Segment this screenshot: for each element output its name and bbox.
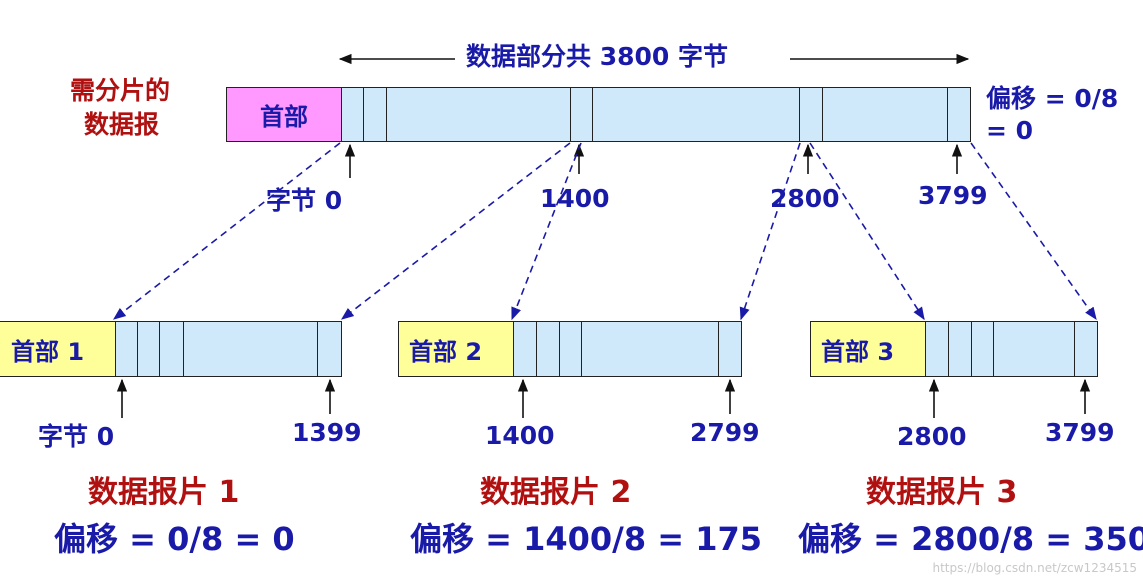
data-span-label: 数据部分共 3800 字节	[466, 42, 728, 71]
segment-divider	[363, 88, 364, 141]
fragment-2: 首部 2	[398, 321, 742, 377]
fragment-2-offset: 偏移 = 1400/8 = 175	[410, 520, 763, 558]
segment-divider	[971, 322, 972, 376]
original-header: 首部	[227, 88, 341, 141]
fragment-3-title: 数据报片 3	[866, 475, 1018, 510]
fragment-2-title: 数据报片 2	[480, 475, 632, 510]
fragment-2-header: 首部 2	[399, 322, 513, 376]
segment-divider	[993, 322, 994, 376]
segment-divider	[513, 322, 514, 376]
segment-divider	[592, 88, 593, 141]
segment-divider	[536, 322, 537, 376]
segment-divider	[137, 322, 138, 376]
segment-divider	[822, 88, 823, 141]
fragment-3-header: 首部 3	[811, 322, 925, 376]
segment-divider	[570, 88, 571, 141]
fragment-2-end-label: 2799	[690, 418, 760, 447]
fragment-3-end-label: 3799	[1045, 418, 1115, 447]
segment-divider	[341, 88, 342, 141]
tick-label-0: 字节 0	[266, 186, 343, 215]
fragment-1-offset: 偏移 = 0/8 = 0	[54, 520, 295, 558]
map-arrow-frag2-left	[511, 142, 582, 321]
fragment-1: 首部 1	[0, 321, 342, 377]
fragment-1-end-label: 1399	[292, 418, 362, 447]
segment-divider	[799, 88, 800, 141]
map-arrow-frag2-right	[739, 142, 801, 321]
tick-label-1400: 1400	[540, 184, 610, 213]
fragment-3-offset: 偏移 = 2800/8 = 350	[798, 520, 1143, 558]
tick-label-2800: 2800	[770, 184, 840, 213]
original-datagram: 首部	[226, 87, 971, 142]
segment-divider	[581, 322, 582, 376]
segment-divider	[183, 322, 184, 376]
segment-divider	[559, 322, 560, 376]
side-label-line1: 需分片的	[70, 76, 171, 105]
fragment-1-title: 数据报片 1	[88, 475, 240, 510]
segment-divider	[386, 88, 387, 141]
segment-divider	[718, 322, 719, 376]
fragment-2-start-label: 1400	[485, 421, 555, 450]
map-arrow-frag3-right	[970, 142, 1097, 321]
segment-divider	[1074, 322, 1075, 376]
segment-divider	[925, 322, 926, 376]
side-label-line2: 数据报	[84, 110, 160, 139]
fragment-1-header: 首部 1	[0, 322, 115, 376]
map-arrow-frag3-left	[809, 142, 925, 321]
map-arrow-frag1-right	[340, 142, 571, 320]
map-arrow-frag1-left	[112, 142, 341, 320]
segment-divider	[317, 322, 318, 376]
tick-label-3799: 3799	[918, 181, 988, 210]
fragment-1-start-label: 字节 0	[38, 422, 115, 451]
top-offset-line1: 偏移 = 0/8	[986, 84, 1119, 113]
segment-divider	[947, 88, 948, 141]
top-offset-line2: = 0	[986, 116, 1034, 145]
segment-divider	[159, 322, 160, 376]
segment-divider	[948, 322, 949, 376]
watermark: https://blog.csdn.net/zcw1234515	[932, 561, 1137, 575]
segment-divider	[115, 322, 116, 376]
fragment-3-start-label: 2800	[897, 422, 967, 451]
fragment-3: 首部 3	[810, 321, 1098, 377]
